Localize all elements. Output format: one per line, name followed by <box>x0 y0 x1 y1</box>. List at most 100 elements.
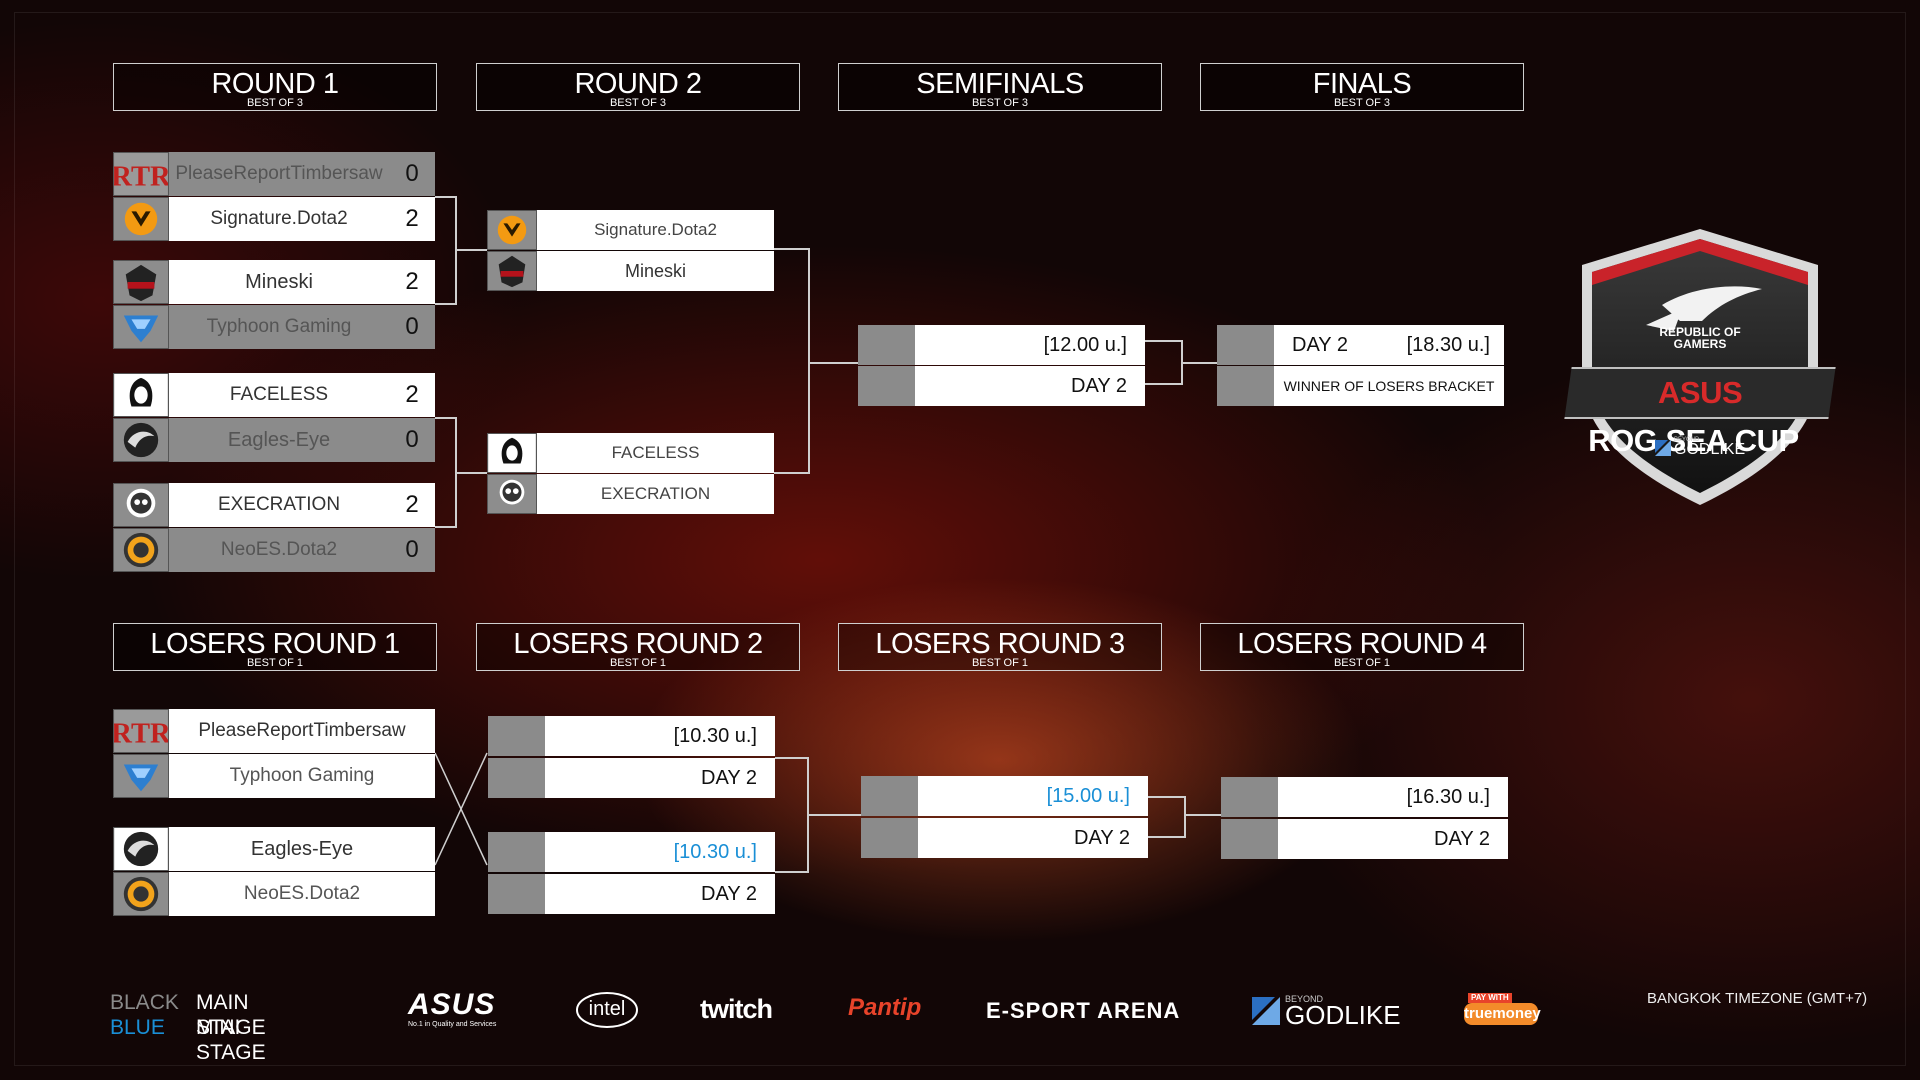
connector <box>435 303 457 305</box>
final-slot: DAY 2[18.30 u.] <box>1217 325 1504 365</box>
team-placeholder <box>861 776 918 816</box>
execration-logo-icon <box>113 483 169 527</box>
match-time: [12.00 u.] <box>915 325 1145 365</box>
godlike-small-text: BEYOND <box>1285 994 1324 1004</box>
header-subtitle: BEST OF 1 <box>1333 657 1391 669</box>
team-placeholder <box>1221 777 1278 817</box>
semifinal-slot: [12.00 u.] <box>858 325 1145 365</box>
match-time: [15.00 u.] <box>918 776 1148 816</box>
match-day-time: DAY 2[18.30 u.] <box>1274 325 1504 365</box>
losers4-slot: DAY 2 <box>1221 819 1508 859</box>
team-name: EXECRATION <box>537 474 774 514</box>
team-name: FACELESS <box>537 433 774 473</box>
team-name: Mineski <box>169 260 389 304</box>
losers4-slot: [16.30 u.] <box>1221 777 1508 817</box>
team-score: 0 <box>389 305 435 349</box>
connector <box>1183 362 1217 364</box>
connector <box>774 248 810 250</box>
team-placeholder <box>488 716 545 756</box>
header-subtitle: BEST OF 1 <box>971 657 1029 669</box>
faceless-logo-icon <box>113 373 169 417</box>
team-placeholder <box>1217 366 1274 406</box>
header-title: LOSERS ROUND 4 <box>1237 628 1487 660</box>
header-title: ROUND 1 <box>211 68 339 100</box>
intel-sponsor-logo: intel <box>575 990 639 1030</box>
team-score: 0 <box>389 528 435 572</box>
team-score: 2 <box>389 197 435 241</box>
asus-tagline: No.1 in Quality and Services <box>408 1021 497 1028</box>
losers1-row: NeoES.Dota2 <box>113 872 435 916</box>
match-day: DAY 2 <box>545 874 775 914</box>
truemoney-paywith: PAY WITH <box>1468 993 1512 1003</box>
asus-word: ASUS <box>1657 375 1743 410</box>
legend-blue-label: BLUE <box>110 1016 165 1039</box>
eagles-eye-logo-icon <box>113 418 169 462</box>
losers1-row: Eagles-Eye <box>113 827 435 871</box>
round1-row: Typhoon Gaming 0 <box>113 305 435 349</box>
truemoney-wordmark: truemoney <box>1464 1003 1541 1025</box>
team-name: Signature.Dota2 <box>537 210 774 250</box>
match-time: [18.30 u.] <box>1406 334 1490 356</box>
rog-sea-cup-banner: ASUS ROG SEA CUP <box>1564 367 1836 458</box>
connector <box>774 472 810 474</box>
losers1-row: RTR PleaseReportTimbersaw <box>113 709 435 753</box>
legend-black-label: BLACK <box>110 991 179 1014</box>
connector <box>1181 340 1183 385</box>
team-score: 2 <box>389 373 435 417</box>
team-placeholder <box>488 758 545 798</box>
bracket-frame <box>14 12 1906 1066</box>
team-name: PleaseReportTimbersaw <box>169 709 435 753</box>
connector <box>807 757 809 873</box>
header-subtitle: BEST OF 3 <box>971 97 1029 109</box>
legend-blue-text: MINI STAGE <box>196 1016 266 1064</box>
header-subtitle: BEST OF 3 <box>1333 97 1391 109</box>
round1-row: Eagles-Eye 0 <box>113 418 435 462</box>
rog-line1: REPUBLIC OF <box>1659 325 1741 339</box>
team-name: Typhoon Gaming <box>169 305 389 349</box>
legend-black-text: MAIN STAGE <box>196 991 266 1039</box>
stage-legend: BLACK MAIN STAGE BLUE MINI STAGE <box>110 990 266 1064</box>
round1-row: Signature.Dota2 2 <box>113 197 435 241</box>
header-title: ROUND 2 <box>574 68 702 100</box>
rtr-logo-icon: RTR <box>113 152 169 196</box>
losers3-slot: [15.00 u.] <box>861 776 1148 816</box>
match-day: DAY 2 <box>915 366 1145 406</box>
header-title: LOSERS ROUND 2 <box>513 628 763 660</box>
match-time: [10.30 u.] <box>545 832 775 872</box>
team-name: Signature.Dota2 <box>169 197 389 241</box>
timezone-note: BANGKOK TIMEZONE (GMT+7) <box>1647 990 1868 1007</box>
asus-wordmark: ASUS <box>408 988 496 1021</box>
connector <box>435 526 457 528</box>
eagles-eye-logo-icon <box>113 827 169 871</box>
losers3-slot: DAY 2 <box>861 818 1148 858</box>
header-title: FINALS <box>1312 68 1412 100</box>
typhoon-logo-icon <box>113 754 169 798</box>
header-subtitle: BEST OF 1 <box>609 657 667 669</box>
asus-sponsor-logo: ASUS No.1 in Quality and Services <box>408 990 520 1032</box>
team-name: NeoES.Dota2 <box>169 528 389 572</box>
esport-arena-sponsor-logo: E-SPORT ARENA <box>986 998 1181 1023</box>
connector <box>455 196 457 305</box>
godlike-sponsor-logo: BEYOND GODLIKE <box>1251 994 1401 1030</box>
connector <box>457 472 487 474</box>
pantip-sponsor-logo: Pantip <box>848 994 922 1021</box>
team-name: Eagles-Eye <box>169 827 435 871</box>
match-day: DAY 2 <box>1278 819 1508 859</box>
connector <box>435 417 457 419</box>
team-name: Typhoon Gaming <box>169 754 435 798</box>
final-slot: WINNER OF LOSERS BRACKET <box>1217 366 1504 406</box>
connector <box>808 248 810 474</box>
round2-row: EXECRATION <box>487 474 774 514</box>
round1-row: NeoES.Dota2 0 <box>113 528 435 572</box>
losers2-slot: DAY 2 <box>488 874 775 914</box>
team-name: PleaseReportTimbersaw <box>169 152 389 196</box>
team-name: Eagles-Eye <box>169 418 389 462</box>
connector <box>435 196 457 198</box>
